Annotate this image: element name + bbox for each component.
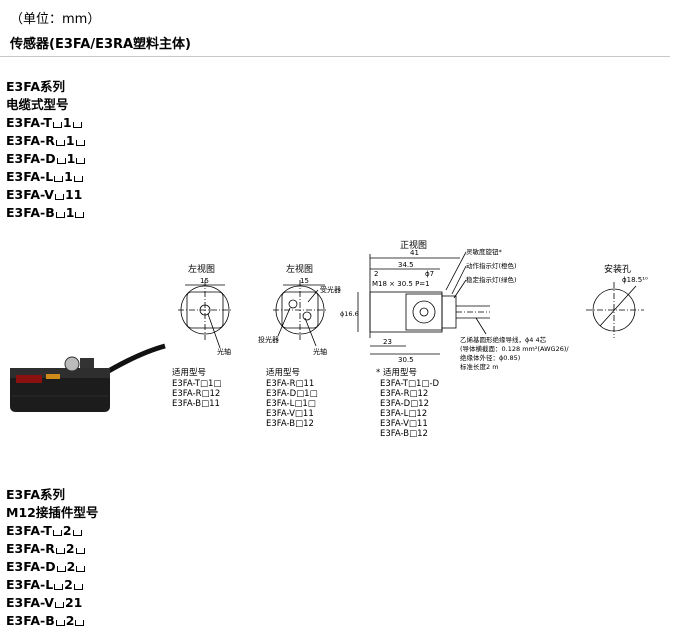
svg-text:灵敏度旋钮*: 灵敏度旋钮* — [466, 247, 503, 256]
type-label: M12接插件型号 — [6, 505, 99, 520]
unit-note: （单位：mm） — [10, 12, 101, 27]
svg-text:ϕ16.6: ϕ16.6 — [340, 310, 359, 318]
svg-text:光轴: 光轴 — [313, 347, 327, 356]
svg-text:动作指示灯(橙色): 动作指示灯(橙色) — [466, 261, 517, 270]
svg-text:安装孔: 安装孔 — [604, 263, 631, 275]
title-divider — [0, 56, 670, 57]
svg-text:E3FA-R□11: E3FA-R□11 — [266, 379, 314, 389]
svg-text:适用型号: 适用型号 — [266, 367, 300, 378]
svg-text:绝缘体外径：ϕ0.85): 绝缘体外径：ϕ0.85) — [460, 353, 520, 362]
svg-text:2: 2 — [374, 270, 378, 278]
svg-text:光轴: 光轴 — [217, 347, 231, 356]
svg-text:ϕ18.5¹⁰: ϕ18.5¹⁰ — [622, 276, 648, 284]
svg-text:30.5: 30.5 — [398, 356, 414, 364]
applicable-model-lists: 适用型号 E3FA-T□1□ E3FA-R□12 E3FA-B□11 适用型号 … — [172, 367, 440, 439]
svg-text:乙烯基圆形绝缘导线，ϕ4 4芯: 乙烯基圆形绝缘导线，ϕ4 4芯 — [460, 335, 547, 344]
left-view-label: 左视图 — [188, 263, 215, 275]
svg-text:E3FA-B□11: E3FA-B□11 — [172, 399, 220, 409]
series-label: E3FA系列 — [6, 487, 66, 502]
svg-text:15: 15 — [200, 277, 209, 285]
sensor-photo — [10, 343, 166, 412]
type-label: 电缆式型号 — [6, 97, 69, 112]
svg-text:稳定指示灯(绿色): 稳定指示灯(绿色) — [466, 275, 517, 284]
series-label: E3FA系列 — [6, 79, 66, 94]
svg-text:41: 41 — [410, 249, 419, 257]
svg-text:E3FA-V□11: E3FA-V□11 — [266, 409, 314, 419]
page-title: 传感器(E3FA/E3RA塑料主体) — [10, 37, 192, 52]
svg-text:E3FA-R□12: E3FA-R□12 — [172, 389, 220, 399]
mounting-hole-view: 安装孔 ϕ18.5¹⁰ — [586, 263, 648, 338]
svg-text:E3FA-V□11: E3FA-V□11 — [380, 419, 428, 429]
svg-text:M18 × 30.5 P=1: M18 × 30.5 P=1 — [372, 280, 430, 288]
svg-text:E3FA-B□12: E3FA-B□12 — [380, 429, 428, 439]
svg-text:E3FA-L□1□: E3FA-L□1□ — [266, 399, 316, 409]
left-view-2: 左视图 15 受光器 投光器 光轴 — [258, 263, 341, 356]
front-view: 正视图 41 34.5 2 ϕ7 M18 × 30.5 P=1 ϕ16.6 23… — [340, 239, 569, 371]
left-view-1: 左视图 15 光轴 — [178, 263, 232, 356]
svg-text:标准长度2 m: 标准长度2 m — [460, 362, 499, 371]
svg-text:E3FA-B□12: E3FA-B□12 — [266, 419, 314, 429]
svg-text:受光器: 受光器 — [320, 285, 341, 294]
svg-text:E3FA-T□1□: E3FA-T□1□ — [172, 379, 221, 389]
svg-text:适用型号: 适用型号 — [172, 367, 206, 378]
svg-text:15: 15 — [300, 277, 309, 285]
svg-text:E3FA-R□12: E3FA-R□12 — [380, 389, 428, 399]
svg-text:ϕ7: ϕ7 — [425, 270, 434, 278]
svg-text:E3FA-D□12: E3FA-D□12 — [380, 399, 429, 409]
svg-text:E3FA-D□1□: E3FA-D□1□ — [266, 389, 318, 399]
svg-text:左视图: 左视图 — [286, 263, 313, 275]
svg-text:投光器: 投光器 — [258, 335, 279, 344]
svg-text:23: 23 — [383, 338, 392, 346]
svg-text:E3FA-T□1□-D: E3FA-T□1□-D — [380, 379, 440, 389]
svg-text:(导体横截面：0.128 mm²(AWG26)/: (导体横截面：0.128 mm²(AWG26)/ — [460, 344, 569, 353]
svg-text:34.5: 34.5 — [398, 261, 414, 269]
svg-text:E3FA-L□12: E3FA-L□12 — [380, 409, 427, 419]
svg-text:* 适用型号: * 适用型号 — [376, 367, 417, 378]
dimension-drawing: 左视图 15 光轴 左视图 15 受光器 投光器 光轴 正视图 41 34.5 … — [10, 239, 648, 439]
svg-text:正视图: 正视图 — [400, 239, 427, 251]
